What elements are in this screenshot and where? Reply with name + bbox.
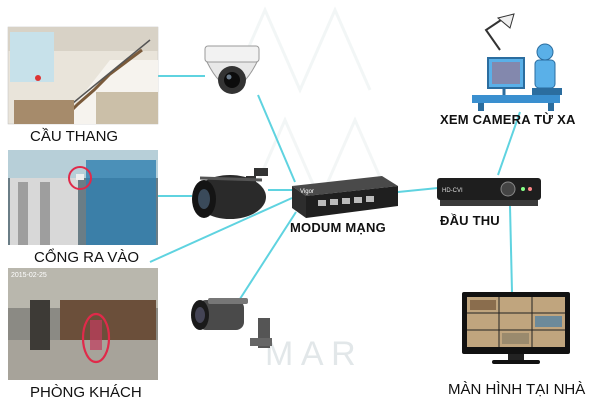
label-home-monitor: MÀN HÌNH TẠI NHÀ [448,381,586,398]
home-monitor-icon [462,292,570,364]
label-router: MODUM MẠNG [290,220,386,235]
remote-viewer-icon [472,13,562,111]
link-router-dvr [397,187,439,193]
label-recorder: ĐẦU THU [440,213,500,228]
label-gate: CỔNG RA VÀO [34,249,140,266]
watermark-text: M A R [265,335,356,373]
label-remote-view: XEM CAMERA TỪ XA [440,112,576,127]
link-dvr-remote [497,111,521,176]
label-stairs: CẦU THANG [30,128,119,145]
gate-photo [8,150,158,245]
bullet-camera-icon [192,168,268,219]
dvr-recorder-icon: HD-CVI [437,178,541,206]
stairs-photo [7,26,159,125]
link-dome-router [257,94,296,183]
router-icon: Vigor [292,176,398,218]
living-room-photo: 2015-02-25 [8,268,158,380]
dome-camera-icon [204,45,260,94]
link-dvr-monitor [509,205,513,293]
connection-lines [149,75,521,303]
box-camera-icon [191,298,272,348]
cctv-timestamp: 2015-02-25 [11,272,47,279]
link-gate-router [149,197,293,263]
router-brand: Vigor [300,189,314,195]
label-living-room: PHÒNG KHÁCH [30,384,142,401]
link-box-router [237,211,297,303]
dvr-brand: HD-CVI [442,188,463,194]
